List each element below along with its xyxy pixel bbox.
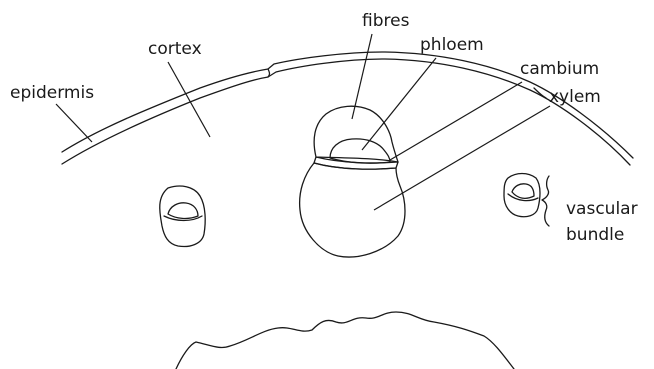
fibres-cap — [313, 105, 399, 163]
right-bundle-phloem — [511, 183, 535, 199]
cortex-leader — [167, 61, 211, 138]
label-phloem: phloem — [420, 35, 484, 55]
epidermis-notch-right — [533, 87, 547, 99]
epidermis-leader — [55, 103, 93, 143]
pith-outline — [175, 311, 515, 369]
leader-lines — [55, 33, 551, 211]
label-cortex: cortex — [148, 39, 202, 59]
label-fibres: fibres — [362, 11, 410, 31]
right-bundle-outline — [503, 172, 541, 218]
right-bundle-cambium — [507, 193, 539, 202]
small-vascular-bundle-left — [159, 185, 206, 248]
left-bundle-phloem — [167, 202, 199, 220]
label-vascular: vascular — [566, 199, 638, 219]
small-vascular-bundle-right — [503, 172, 550, 227]
left-bundle-outline — [159, 185, 206, 248]
xylem-region — [298, 162, 406, 258]
label-bundle: bundle — [566, 225, 624, 245]
epidermis-notch — [267, 68, 271, 78]
epidermis-outer-edge — [61, 51, 634, 159]
epidermis-band — [61, 51, 634, 166]
labels: epidermis cortex fibres phloem cambium x… — [10, 11, 638, 245]
vascular-bundle-brace — [541, 175, 550, 227]
xylem-leader — [373, 105, 551, 211]
label-epidermis: epidermis — [10, 83, 94, 103]
left-bundle-cambium — [163, 215, 203, 222]
label-cambium: cambium — [520, 59, 599, 79]
fibres-leader — [351, 33, 373, 120]
epidermis-inner-edge — [61, 58, 631, 166]
central-vascular-bundle — [298, 105, 406, 258]
phloem-leader — [361, 57, 437, 151]
cambium-leader — [389, 81, 523, 161]
label-xylem: xylem — [549, 87, 601, 107]
